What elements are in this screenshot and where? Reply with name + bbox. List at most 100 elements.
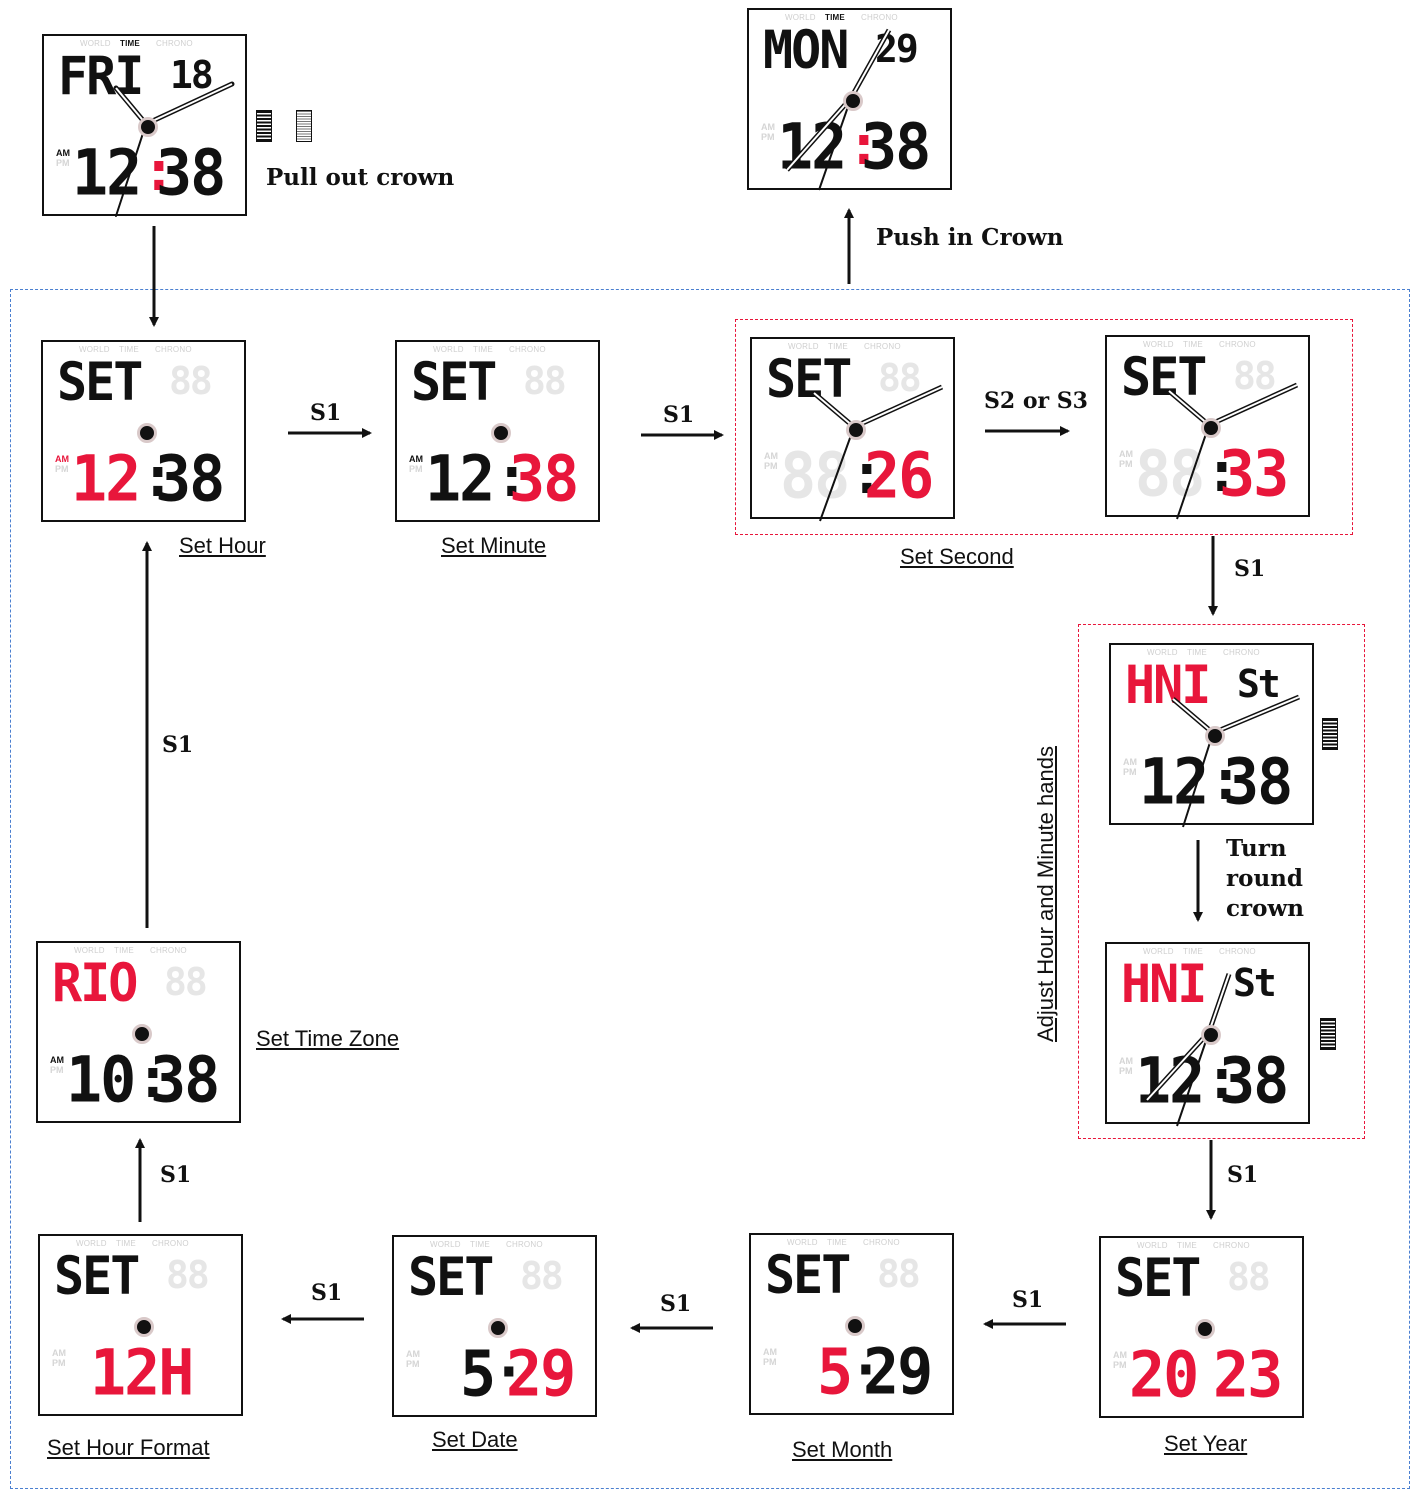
top-value: 88 [1233,354,1277,398]
top-text: FRI [58,45,144,107]
top-value: 88 [1227,1255,1271,1299]
hand-pivot [1205,726,1225,746]
month-digits: 5 [817,1335,853,1410]
s1-label: S1 [660,1291,692,1317]
hand-pivot [488,1318,508,1338]
minute-digits: 38 [1219,1044,1289,1119]
top-text: SET [766,348,852,410]
year-digits-low: 23 [1213,1338,1283,1413]
header-world: WORLD [80,39,111,48]
colon: : [1205,1047,1239,1112]
hour-digits: 10 [66,1043,136,1118]
year-digits-high: 20 [1129,1338,1199,1413]
hour-digits: 88 [780,439,850,514]
pull-out-crown-label: Pull out crown [266,164,455,191]
s1-label: S1 [1227,1162,1259,1188]
date-digits: 29 [506,1337,576,1412]
analog-hands [812,384,944,522]
s1-label: S1 [162,732,194,758]
s1-label: S1 [311,1280,343,1306]
set-second-label: Set Second [900,544,1014,569]
top-value: 88 [164,960,208,1004]
hand-pivot [491,423,511,443]
minute-digits: 38 [861,110,931,185]
hand-pivot [138,117,158,137]
top-text: SET [1121,346,1207,408]
hand-pivot [1201,1025,1221,1045]
s1-label: S1 [1012,1287,1044,1313]
top-value: 88 [523,359,567,403]
separator: · [849,1338,883,1403]
top-text: MON [763,19,849,81]
set-year-label: Set Year [1164,1431,1248,1456]
colon: : [136,1046,170,1111]
analog-hands [785,28,892,191]
top-text: SET [57,351,143,413]
crown-icon [1320,1018,1336,1050]
hand-pivot [137,423,157,443]
adjust-hands-group [1078,624,1365,1139]
hand-pivot [1201,418,1221,438]
top-value: 18 [170,53,214,97]
top-value: 88 [520,1254,564,1298]
set-hour-label: Set Hour [179,533,266,558]
top-text: SET [411,351,497,413]
set-hour-format-label: Set Hour Format [47,1435,210,1460]
minute-digits: 38 [1223,745,1293,820]
colon: : [142,139,176,204]
top-text: SET [765,1244,851,1306]
minute-digits: 38 [509,442,579,517]
top-text: SET [1115,1247,1201,1309]
colon: : [1205,440,1239,505]
adjust-hands-label: Adjust Hour and Minute hands [1033,746,1058,1042]
top-text: SET [54,1245,140,1307]
top-text: SET [408,1246,494,1308]
hand-pivot [132,1024,152,1044]
hour-digits: 12 [1135,1044,1205,1119]
hour-digits: 88 [1135,437,1205,512]
second-digits: 26 [864,439,934,514]
top-value: 29 [875,27,919,71]
crown-out-icon [296,110,312,142]
hand-pivot [134,1317,154,1337]
set-second-group [735,319,1353,535]
minute-digits: 38 [156,136,226,211]
analog-hands [1145,973,1232,1127]
top-value: St [1233,961,1277,1005]
hour-digits: 12 [425,442,495,517]
hour-format-value: 12H [90,1336,194,1411]
colon: : [847,113,881,178]
s2-or-s3-label: S2 or S3 [984,388,1088,414]
set-time-zone-label: Set Time Zone [256,1026,400,1051]
hand-pivot [843,91,863,111]
top-value: 88 [877,1252,921,1296]
header-chrono: CHRONO [156,39,193,48]
set-date-label: Set Date [432,1427,518,1452]
s1-label: S1 [160,1162,192,1188]
s1-label: S1 [1234,556,1266,582]
top-value: 88 [169,359,213,403]
minute-digits: 38 [150,1043,220,1118]
top-text: HNI [1125,654,1211,716]
colon: : [141,445,175,510]
top-value: St [1237,662,1281,706]
colon: : [850,442,884,507]
